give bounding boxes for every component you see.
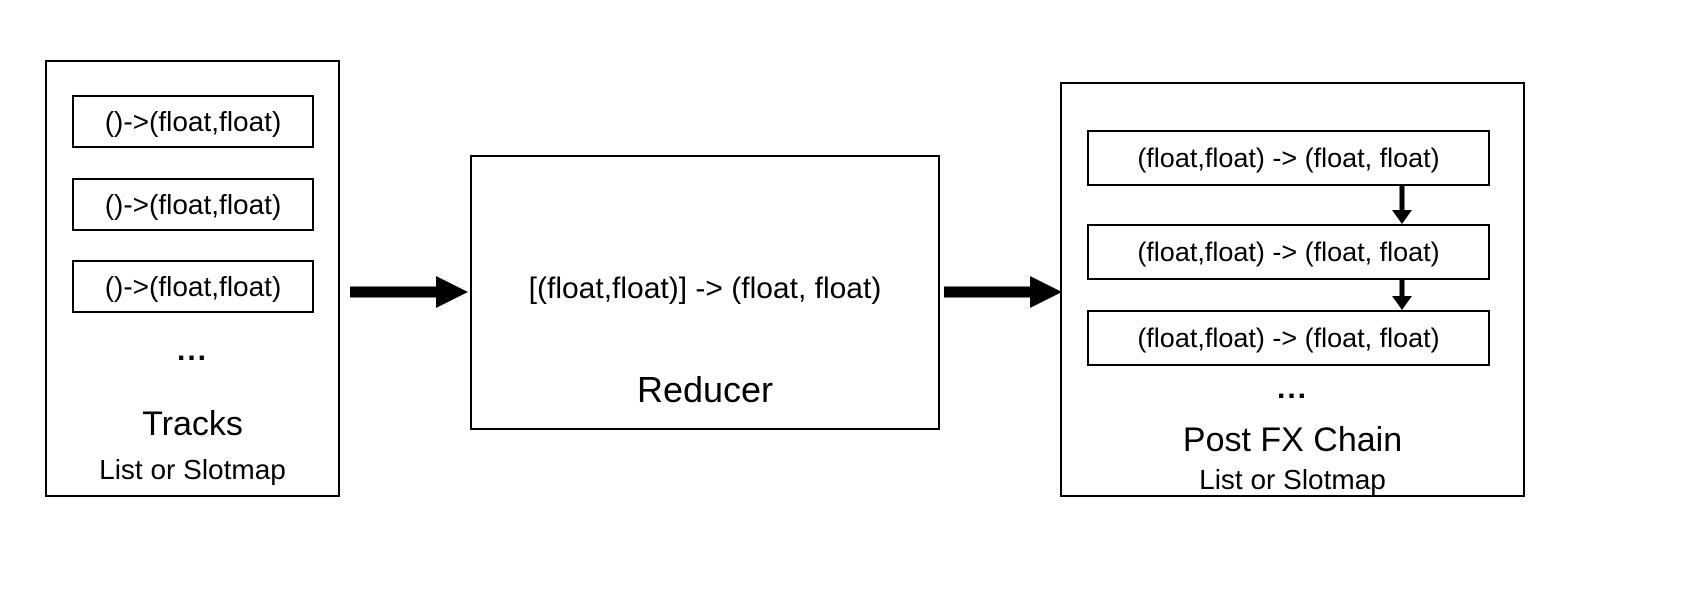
postfx-subtitle: List or Slotmap: [1199, 464, 1386, 495]
fx-node: (float,float) -> (float, float): [1087, 224, 1490, 280]
track-node-label: ()->(float,float): [104, 188, 282, 220]
fx-node-label: (float,float) -> (float, float): [1137, 142, 1440, 173]
reducer-title: Reducer: [636, 369, 774, 410]
track-node: ()->(float,float): [72, 260, 314, 313]
tracks-ellipsis: ...: [176, 334, 208, 367]
track-node-label: ()->(float,float): [104, 105, 282, 137]
fx-node: (float,float) -> (float, float): [1087, 130, 1490, 186]
track-node: ()->(float,float): [72, 95, 314, 148]
arrow-fx1-to-fx2-icon: [1392, 186, 1412, 224]
postfx-ellipsis: ...: [1276, 372, 1308, 405]
postfx-title: Post FX Chain: [1182, 421, 1403, 459]
arrow-tracks-to-reducer-icon: [350, 276, 468, 308]
track-node-label: ()->(float,float): [104, 270, 282, 302]
postfx-container-box: (float,float) -> (float, float) (float,f…: [1060, 82, 1525, 497]
fx-node: (float,float) -> (float, float): [1087, 310, 1490, 366]
track-node: ()->(float,float): [72, 178, 314, 231]
reducer-signature: [(float,float)] -> (float, float): [528, 272, 882, 305]
arrow-reducer-to-postfx-icon: [944, 276, 1062, 308]
fx-node-label: (float,float) -> (float, float): [1137, 236, 1440, 267]
arrow-fx2-to-fx3-icon: [1392, 280, 1412, 310]
tracks-subtitle: List or Slotmap: [99, 454, 286, 485]
fx-node-label: (float,float) -> (float, float): [1137, 322, 1440, 353]
tracks-container-box: ()->(float,float) ()->(float,float) ()->…: [45, 60, 340, 497]
reducer-box: [(float,float)] -> (float, float) Reduce…: [470, 155, 940, 430]
tracks-title: Tracks: [142, 405, 243, 443]
